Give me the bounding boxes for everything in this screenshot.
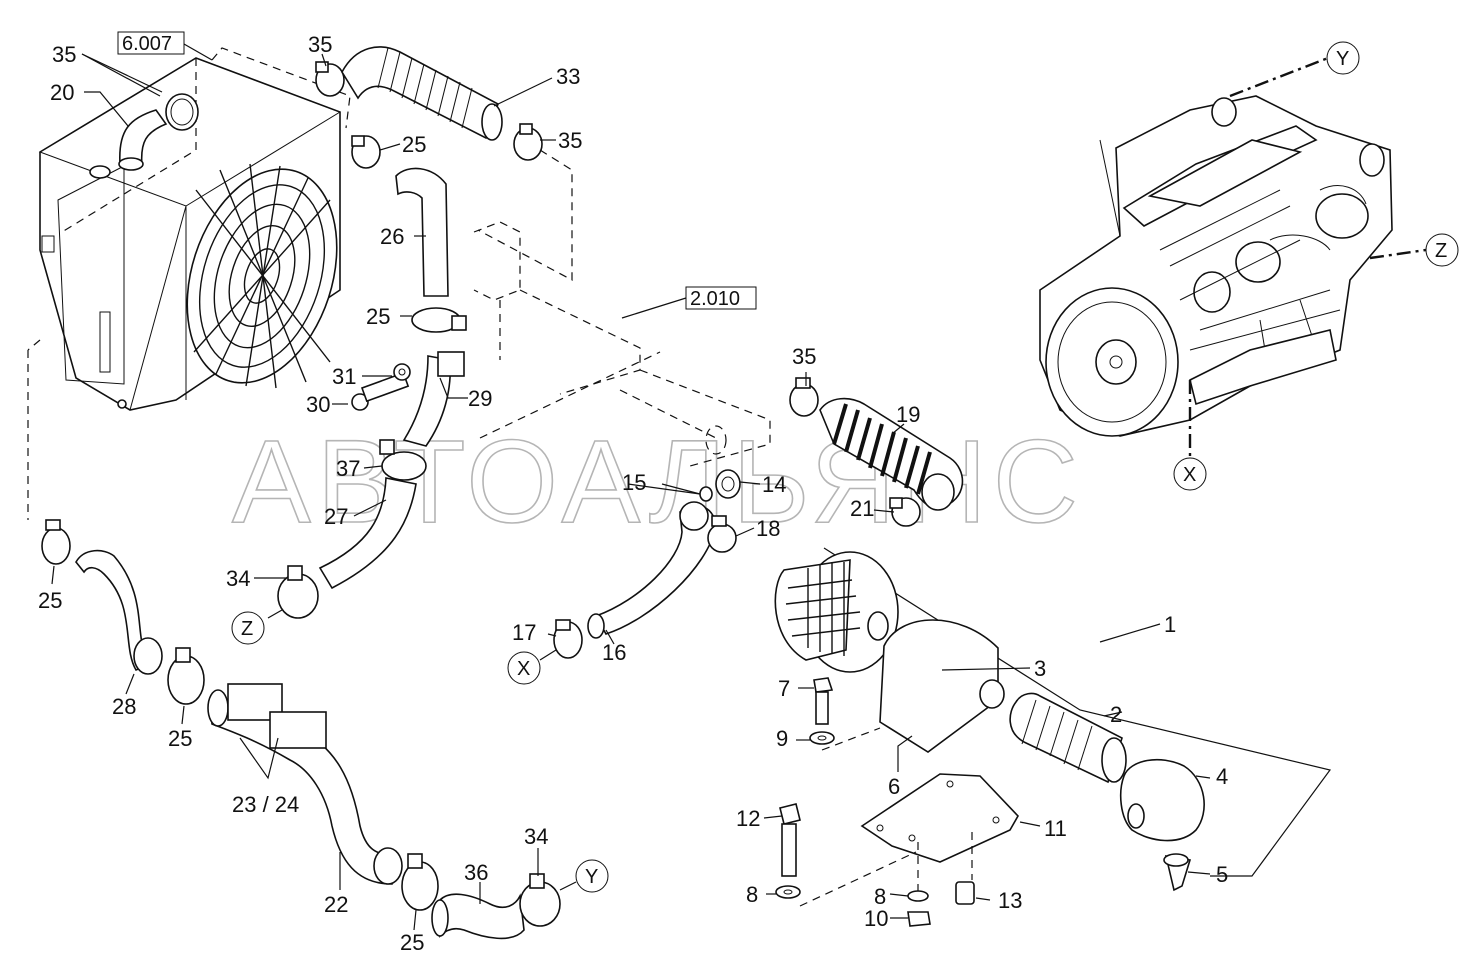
label-23-24: 23 / 24 (232, 792, 299, 817)
connector-x-engine (1173, 457, 1207, 491)
label-4: 4 (1216, 764, 1228, 789)
upper-hoses (277, 46, 573, 619)
label-13: 13 (998, 888, 1022, 913)
label-18: 18 (756, 516, 780, 541)
radiator-ref-box (117, 31, 185, 55)
label-37: 37 (336, 456, 360, 481)
label-36: 36 (464, 860, 488, 885)
connector-y-hose-label: Y (585, 866, 598, 888)
label-35-intake: 35 (792, 344, 816, 369)
label-35-right: 35 (558, 128, 582, 153)
label-25-left: 25 (38, 588, 62, 613)
label-12: 12 (736, 806, 760, 831)
label-35-radiator: 35 (52, 42, 76, 67)
label-34-right: 34 (524, 824, 548, 849)
label-22: 22 (324, 892, 348, 917)
air-intake-hoses (553, 377, 964, 659)
label-27: 27 (324, 504, 348, 529)
fasteners (775, 677, 931, 927)
connector-z-hose (231, 611, 265, 645)
label-31: 31 (332, 364, 356, 389)
label-25-lower: 25 (168, 726, 192, 751)
label-20: 20 (50, 80, 74, 105)
label-19: 19 (896, 402, 920, 427)
engine (1039, 56, 1427, 460)
label-1: 1 (1164, 612, 1176, 637)
label-6: 6 (888, 774, 900, 799)
label-8-left: 8 (746, 882, 758, 907)
label-10: 10 (864, 906, 888, 931)
leader-lines (51, 53, 1211, 931)
radiator-ref-label: 6.007 (122, 33, 172, 55)
label-17: 17 (512, 620, 536, 645)
label-11: 11 (1044, 816, 1067, 841)
label-34-left: 34 (226, 566, 250, 591)
connector-markers: Y Z X Z X Y (231, 41, 1459, 893)
label-30: 30 (306, 392, 330, 417)
frame-bracket: 2.010 (473, 221, 771, 467)
connector-y-top (1326, 41, 1360, 75)
label-26: 26 (380, 224, 404, 249)
label-8-right: 8 (874, 884, 886, 909)
label-35-top: 35 (308, 32, 332, 57)
label-5: 5 (1216, 862, 1228, 887)
lower-hoses (27, 350, 561, 940)
radiator-assembly: 6.007 (27, 31, 351, 411)
connector-z-engine (1425, 233, 1459, 267)
connector-x-hose (507, 651, 541, 685)
label-16: 16 (602, 640, 626, 665)
label-3: 3 (1034, 656, 1046, 681)
label-29: 29 (468, 386, 492, 411)
frame-ref-label: 2.010 (690, 288, 740, 310)
connector-x-hose-label: X (517, 658, 530, 680)
connector-z-hose-label: Z (241, 618, 253, 640)
label-25-bottom: 25 (400, 930, 424, 955)
label-7: 7 (778, 676, 790, 701)
connector-x-engine-label: X (1183, 464, 1196, 486)
label-2: 2 (1110, 702, 1122, 727)
air-filter-assembly (774, 547, 1332, 907)
label-25-upper: 25 (402, 132, 426, 157)
connector-y-hose (575, 859, 609, 893)
connector-y-top-label: Y (1336, 48, 1349, 70)
label-25-hose26: 25 (366, 304, 390, 329)
label-14: 14 (762, 472, 786, 497)
part-labels: 35 20 35 33 35 25 26 25 31 30 29 37 27 3… (38, 32, 1228, 955)
label-28: 28 (112, 694, 136, 719)
label-21: 21 (850, 496, 874, 521)
label-9: 9 (776, 726, 788, 751)
label-33: 33 (556, 64, 580, 89)
label-15: 15 (622, 470, 646, 495)
connector-z-engine-label: Z (1435, 240, 1447, 262)
